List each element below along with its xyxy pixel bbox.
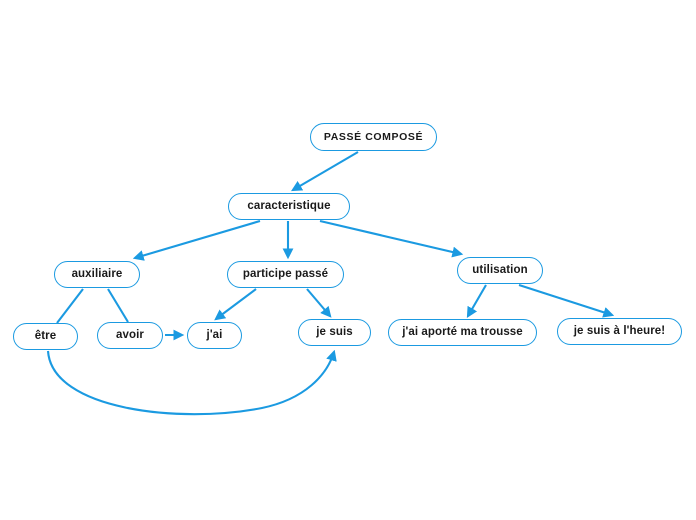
node-label: utilisation [472,263,528,276]
node-label: j'ai aporté ma trousse [402,325,523,338]
node-passe-compose[interactable]: PASSÉ COMPOSÉ [310,123,437,151]
node-label: être [34,329,57,342]
node-avoir[interactable]: avoir [97,322,163,349]
node-label: auxiliaire [71,267,123,280]
edge-auxiliaire-to-avoir [107,288,129,323]
node-etre[interactable]: être [13,323,78,350]
node-jai-aporte-ma-trousse[interactable]: j'ai aporté ma trousse [388,319,537,346]
edge-utilisation-to-trousse [466,284,487,318]
node-jai[interactable]: j'ai [187,322,242,349]
node-label: je suis à l'heure! [573,324,666,337]
edge-etre-to-je-suis-curve [46,349,337,416]
node-participe-passe[interactable]: participe passé [227,261,344,288]
node-label: avoir [116,328,144,341]
node-auxiliaire[interactable]: auxiliaire [54,261,140,288]
node-label: participe passé [242,267,329,280]
edge-auxiliaire-to-etre [56,288,84,324]
node-label: j'ai [206,328,223,341]
node-utilisation[interactable]: utilisation [457,257,543,284]
node-je-suis[interactable]: je suis [298,319,371,346]
node-caracteristique[interactable]: caracteristique [228,193,350,220]
edge-caracteristique-to-auxiliaire [132,219,261,261]
node-label: je suis [316,325,353,338]
edge-root-to-caracteristique [291,151,359,192]
node-label: caracteristique [247,199,331,212]
node-je-suis-a-lheure[interactable]: je suis à l'heure! [557,318,682,345]
edge-caracteristique-to-utilisation [319,219,464,258]
edge-participe-passe-to-jai [214,288,257,321]
edge-utilisation-to-heure [518,284,615,318]
node-label: PASSÉ COMPOSÉ [323,130,424,143]
edge-participe-passe-to-je-suis [306,288,332,318]
